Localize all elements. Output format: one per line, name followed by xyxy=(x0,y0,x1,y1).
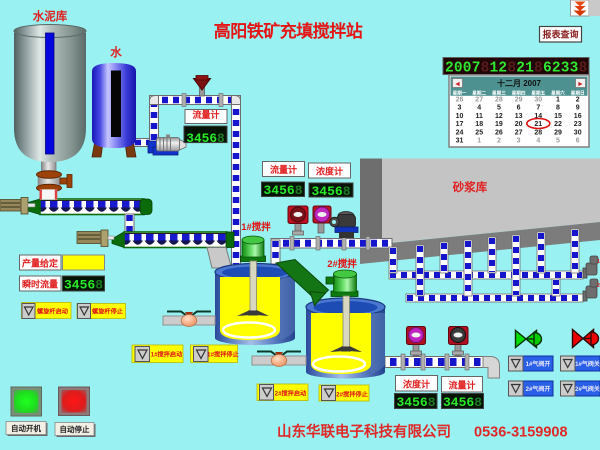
svg-text:9: 9 xyxy=(576,105,580,112)
svg-text:2#搅拌启动: 2#搅拌启动 xyxy=(275,390,307,398)
svg-text:星期三: 星期三 xyxy=(492,89,506,96)
svg-text:2007812821862338: 2007812821862338 xyxy=(445,61,587,77)
svg-text:流量计: 流量计 xyxy=(448,380,475,391)
svg-text:1#气阀开: 1#气阀开 xyxy=(526,360,551,368)
svg-text:30: 30 xyxy=(534,97,542,104)
svg-text:5: 5 xyxy=(497,105,501,112)
svg-text:31: 31 xyxy=(456,138,464,145)
svg-text:1#气阀关: 1#气阀关 xyxy=(575,360,600,368)
svg-text:3: 3 xyxy=(517,138,521,145)
svg-text:14: 14 xyxy=(534,113,542,120)
svg-text:产量给定: 产量给定 xyxy=(22,258,59,269)
svg-text:26: 26 xyxy=(456,97,464,104)
svg-text:1: 1 xyxy=(477,138,481,145)
svg-text:螺旋杆停止: 螺旋杆停止 xyxy=(92,308,124,316)
svg-text:1#搅拌: 1#搅拌 xyxy=(241,221,271,233)
svg-text:34568: 34568 xyxy=(443,395,482,410)
svg-text:◄: ◄ xyxy=(454,81,461,88)
svg-text:34568: 34568 xyxy=(263,183,302,198)
svg-text:26: 26 xyxy=(495,129,503,136)
svg-text:自动开机: 自动开机 xyxy=(11,423,41,433)
svg-text:29: 29 xyxy=(515,97,523,104)
svg-text:2#: 2# xyxy=(597,283,600,289)
svg-text:34568: 34568 xyxy=(64,278,103,293)
svg-text:2#搅拌: 2#搅拌 xyxy=(327,258,357,270)
svg-text:10: 10 xyxy=(456,113,464,120)
svg-text:34568: 34568 xyxy=(396,395,435,410)
svg-text:3: 3 xyxy=(458,105,462,112)
svg-text:星期五: 星期五 xyxy=(531,89,545,96)
svg-text:十二月 2007: 十二月 2007 xyxy=(497,78,542,88)
svg-text:24: 24 xyxy=(456,129,464,136)
svg-text:流量计: 流量计 xyxy=(270,164,297,175)
svg-text:6: 6 xyxy=(576,138,580,145)
svg-text:水: 水 xyxy=(110,45,122,59)
svg-text:山东华联电子科技有限公司: 山东华联电子科技有限公司 xyxy=(277,423,451,441)
svg-text:15: 15 xyxy=(554,113,562,120)
svg-text:星期四: 星期四 xyxy=(512,89,526,96)
svg-text:8: 8 xyxy=(556,105,560,112)
svg-text:7: 7 xyxy=(536,105,540,112)
svg-text:29: 29 xyxy=(554,129,562,136)
svg-text:5: 5 xyxy=(556,138,560,145)
svg-text:1#搅拌停止: 1#搅拌停止 xyxy=(207,351,239,359)
svg-text:1#搅拌启动: 1#搅拌启动 xyxy=(151,351,183,359)
svg-text:2#搅拌停止: 2#搅拌停止 xyxy=(336,391,368,399)
svg-text:34568: 34568 xyxy=(186,131,224,146)
svg-text:27: 27 xyxy=(515,129,523,136)
svg-text:0536-3159908: 0536-3159908 xyxy=(474,425,568,441)
svg-text:2#气阀关: 2#气阀关 xyxy=(575,385,600,393)
svg-text:螺旋杆启动: 螺旋杆启动 xyxy=(37,308,68,316)
svg-text:4: 4 xyxy=(536,138,540,145)
svg-text:2: 2 xyxy=(576,97,580,104)
svg-text:星期日: 星期日 xyxy=(571,89,585,96)
svg-text:瞬时流量: 瞬时流量 xyxy=(22,279,58,290)
svg-text:►: ► xyxy=(577,81,584,88)
svg-text:高阳铁矿充填搅拌站: 高阳铁矿充填搅拌站 xyxy=(214,21,363,41)
svg-text:报表查询: 报表查询 xyxy=(542,29,578,40)
svg-text:18: 18 xyxy=(475,121,483,128)
svg-text:16: 16 xyxy=(574,113,582,120)
svg-text:1#: 1# xyxy=(597,259,600,265)
svg-text:21: 21 xyxy=(534,121,542,128)
svg-text:20: 20 xyxy=(515,121,523,128)
svg-text:1: 1 xyxy=(556,97,560,104)
svg-text:25: 25 xyxy=(475,129,483,136)
svg-text:34568: 34568 xyxy=(311,184,350,199)
svg-text:19: 19 xyxy=(495,121,503,128)
svg-text:12: 12 xyxy=(495,113,503,120)
svg-text:28: 28 xyxy=(534,129,542,136)
svg-text:星期二: 星期二 xyxy=(472,89,486,96)
svg-text:星期一: 星期一 xyxy=(453,89,467,96)
svg-text:27: 27 xyxy=(475,97,483,104)
svg-text:浓度计: 浓度计 xyxy=(316,166,343,177)
svg-text:浓度计: 浓度计 xyxy=(403,379,430,390)
svg-text:6: 6 xyxy=(517,105,521,112)
svg-text:28: 28 xyxy=(495,97,503,104)
svg-text:砂浆库: 砂浆库 xyxy=(453,180,488,194)
svg-text:2#气阀开: 2#气阀开 xyxy=(526,385,551,393)
svg-text:17: 17 xyxy=(456,121,464,128)
svg-text:11: 11 xyxy=(475,113,483,120)
svg-text:22: 22 xyxy=(554,121,562,128)
svg-text:流量计: 流量计 xyxy=(192,109,219,120)
svg-text:23: 23 xyxy=(574,121,582,128)
svg-text:水泥库: 水泥库 xyxy=(33,9,68,23)
svg-text:4: 4 xyxy=(477,105,481,112)
svg-text:2: 2 xyxy=(497,138,501,145)
svg-text:星期六: 星期六 xyxy=(551,89,565,96)
svg-text:30: 30 xyxy=(574,129,582,136)
svg-text:13: 13 xyxy=(515,113,523,120)
svg-text:自动停止: 自动停止 xyxy=(60,424,90,434)
